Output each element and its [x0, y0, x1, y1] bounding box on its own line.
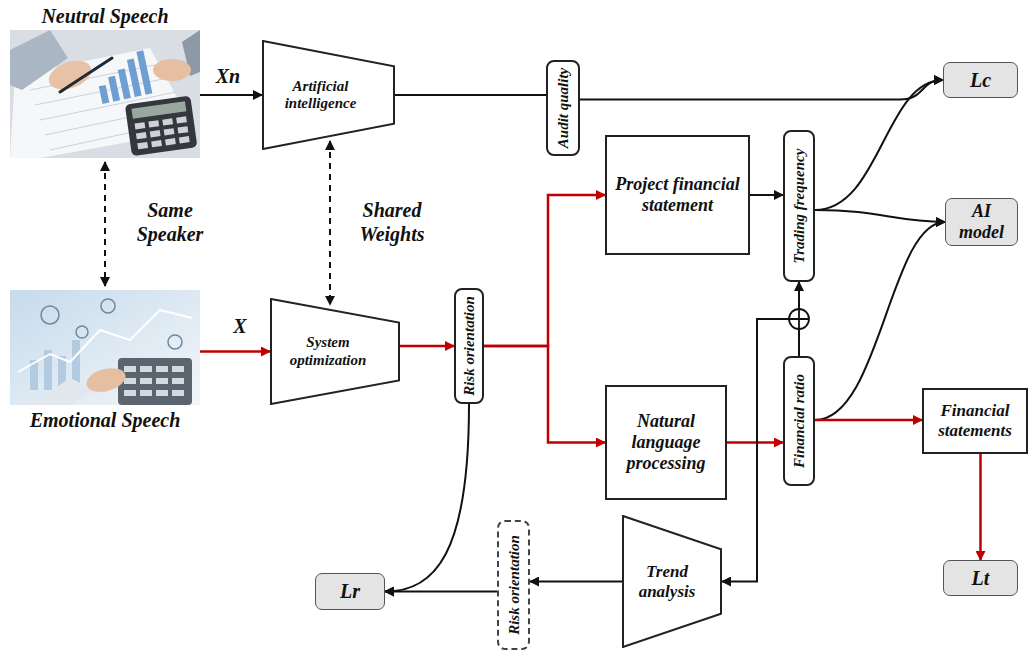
sum-cross: [789, 309, 809, 329]
connector: [385, 591, 497, 593]
text-area: Lt: [944, 561, 1017, 595]
vertical-label: Financial ratio: [791, 374, 808, 468]
text-area: Natural language processing: [607, 387, 725, 498]
vertical-label: Risk orientation: [505, 535, 522, 635]
feature-box: Audit quality: [546, 60, 580, 156]
loss-box: Lr: [315, 573, 385, 610]
connector: [750, 194, 783, 196]
decoder-trapezoid: Trend analysis: [622, 515, 722, 648]
edge-label: Xn: [216, 64, 240, 88]
sum-junction: [789, 309, 809, 329]
connector: [815, 80, 943, 210]
text-area: Financial statements: [924, 390, 1026, 452]
connector: [200, 350, 270, 353]
feature-box: Risk orientation: [497, 520, 530, 650]
connector: [104, 162, 106, 286]
output-box: Financial statements: [922, 388, 1028, 454]
photo-illustration: [10, 290, 200, 405]
connector: [329, 141, 331, 305]
connector: [727, 441, 783, 444]
photo-heading: Emotional Speech: [30, 409, 181, 431]
box-label: Lr: [340, 580, 360, 603]
box-label: Artificial intelligence: [270, 78, 371, 113]
sum-circle: [789, 309, 809, 329]
connector: [395, 94, 546, 96]
speech-photo: Neutral Speech: [10, 30, 200, 158]
trapezoid-shape: [623, 516, 721, 647]
text-area: Artificial intelligence: [262, 40, 395, 150]
trapezoid-shape: [263, 41, 394, 149]
text-area: System optimization: [270, 298, 400, 405]
edge-label: Shared Weights: [345, 198, 440, 246]
connector: [815, 419, 922, 422]
encoder-trapezoid: System optimization: [270, 298, 400, 405]
connector: [580, 80, 943, 100]
photo-heading: Neutral Speech: [41, 5, 168, 27]
output-box: AI model: [945, 198, 1018, 246]
connector: [815, 210, 945, 222]
process-box: Project financial statement: [605, 135, 750, 255]
text-area: Lr: [316, 574, 384, 609]
speech-photo: Emotional Speech: [10, 290, 200, 405]
trapezoid-shape: [271, 299, 399, 404]
vertical-label: Risk orientation: [461, 296, 478, 396]
box-label: Financial statements: [928, 401, 1022, 440]
photo-illustration: [10, 30, 200, 158]
box-label: Lt: [972, 567, 990, 590]
feature-box: Trading frequency: [783, 130, 815, 282]
feature-box: Financial ratio: [783, 356, 815, 486]
connector: [484, 346, 605, 443]
process-box: Natural language processing: [605, 385, 727, 500]
vertical-label: Trading frequency: [791, 149, 808, 264]
box-label: Natural language processing: [611, 411, 721, 473]
edge-label: Same Speaker: [123, 198, 218, 246]
encoder-trapezoid: Artificial intelligence: [262, 40, 395, 150]
loss-box: Lt: [943, 560, 1018, 596]
feature-box: Risk orientation: [454, 288, 484, 404]
connector: [385, 404, 469, 592]
loss-box: Lc: [943, 62, 1018, 98]
connector: [530, 581, 622, 583]
text-area: AI model: [946, 199, 1017, 245]
vertical-label: Audit quality: [555, 67, 572, 147]
box-label: System optimization: [278, 334, 378, 369]
connector: [979, 454, 982, 560]
connector: [200, 94, 262, 96]
connector: [484, 195, 605, 346]
box-label: Lc: [970, 69, 991, 92]
box-label: Trend analysis: [628, 562, 706, 601]
edge-label: X: [233, 314, 246, 338]
connector: [400, 345, 454, 348]
box-label: AI model: [950, 201, 1013, 242]
text-area: Trend analysis: [622, 515, 722, 648]
text-area: Lc: [944, 63, 1017, 97]
box-label: Project financial statement: [611, 174, 744, 215]
text-area: Project financial statement: [607, 137, 748, 253]
